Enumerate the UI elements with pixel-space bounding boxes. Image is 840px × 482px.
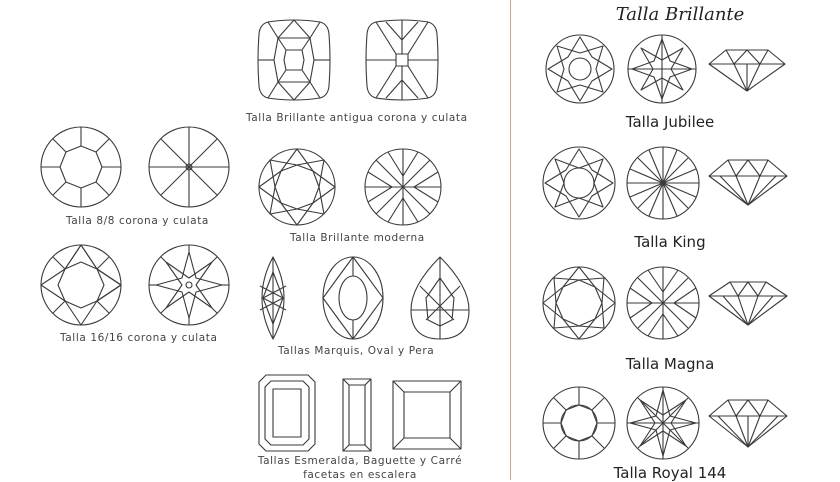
cut-antigua-crown <box>257 19 331 101</box>
cut-baguette <box>342 378 372 452</box>
caption-moderna: Talla Brillante moderna <box>290 232 425 244</box>
cut-pera <box>410 256 470 340</box>
cut-16-16-pavilion <box>148 244 230 326</box>
panel-title: Talla Brillante <box>615 4 745 25</box>
caption-escalera-1: Tallas Esmeralda, Baguette y Carré <box>257 455 463 467</box>
jubilee-profile <box>708 49 786 92</box>
king-pavilion <box>626 146 700 220</box>
caption-jubilee: Talla Jubilee <box>625 113 715 131</box>
cut-marquis <box>259 256 287 340</box>
cut-carre <box>392 380 462 450</box>
jubilee-pavilion <box>627 34 697 104</box>
king-crown <box>542 146 616 220</box>
panel-divider <box>510 0 511 480</box>
cut-antigua-pavilion <box>365 19 439 101</box>
caption-16-16: Talla 16/16 corona y culata <box>60 332 218 344</box>
caption-king: Talla King <box>634 233 706 251</box>
magna-crown <box>542 266 616 340</box>
cut-moderna-crown <box>258 148 336 226</box>
caption-8-8: Talla 8/8 corona y culata <box>66 215 209 227</box>
caption-magna: Talla Magna <box>625 355 715 373</box>
magna-profile <box>708 281 788 326</box>
king-profile <box>708 159 788 206</box>
cut-oval <box>322 256 384 340</box>
caption-antigua: Talla Brillante antigua corona y culata <box>246 112 468 124</box>
cut-moderna-pavilion <box>364 148 442 226</box>
royal144-crown <box>542 386 616 460</box>
caption-escalera-2: facetas en escalera <box>303 469 417 481</box>
royal144-pavilion <box>626 386 700 460</box>
cut-16-16-crown <box>40 244 122 326</box>
cut-esmeralda <box>258 374 316 452</box>
cut-8-8-pavilion <box>148 126 230 208</box>
jubilee-crown <box>545 34 615 104</box>
cut-8-8-crown <box>40 126 122 208</box>
magna-pavilion <box>626 266 700 340</box>
caption-royal144: Talla Royal 144 <box>613 464 727 482</box>
caption-marquis-oval-pera: Tallas Marquis, Oval y Pera <box>278 345 435 357</box>
royal144-profile <box>708 399 788 448</box>
